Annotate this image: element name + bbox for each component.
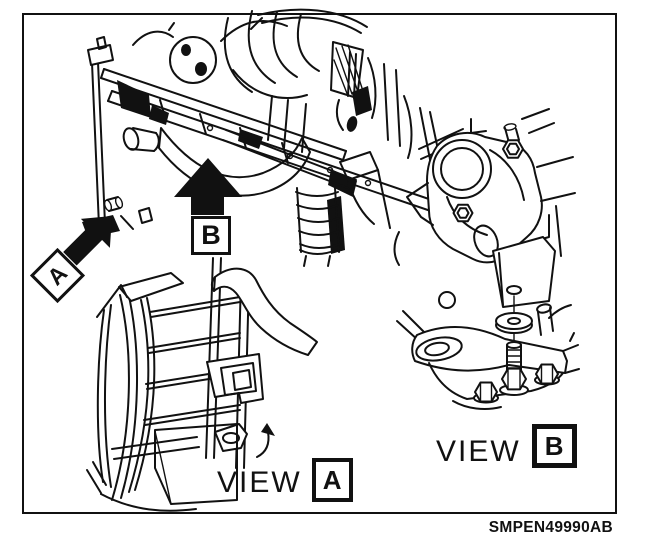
- drain-cock: [214, 423, 248, 452]
- rotate-arrow-icon: [256, 431, 270, 458]
- shroud-clip: [206, 353, 264, 404]
- view-a-caption: VIEW A: [217, 455, 353, 502]
- bracket-bolt: [499, 341, 529, 396]
- view-a-letter: A: [322, 465, 342, 495]
- figure-border-frame: [22, 13, 617, 514]
- view-a-illustration: [86, 257, 318, 512]
- engine-block: [132, 8, 445, 266]
- bracket-nut-right: [534, 363, 560, 386]
- view-b-illustration: [396, 108, 580, 410]
- callout-letter-a: A: [42, 260, 73, 291]
- housing-bolt-top: [502, 123, 524, 159]
- view-b-letter: B: [544, 431, 564, 461]
- view-b-caption: VIEW B: [436, 420, 577, 468]
- callout-letter-b: B: [201, 220, 221, 250]
- arrow-b-icon: [174, 158, 242, 215]
- washer: [495, 312, 533, 334]
- view-b-letter-box: B: [531, 424, 577, 468]
- housing-bolt-left: [452, 203, 474, 223]
- bellows-duct: [295, 187, 345, 267]
- arrow-a-icon: [63, 216, 112, 266]
- callout-label-b: B: [191, 216, 231, 255]
- view-a-word: VIEW: [217, 466, 302, 499]
- bracket-nut-left: [473, 381, 499, 404]
- view-b-word: VIEW: [436, 435, 521, 468]
- upper-hose: [213, 267, 318, 356]
- main-illustration: [82, 8, 471, 267]
- view-a-letter-box: A: [311, 458, 353, 502]
- figure-code: SMPEN49990AB: [488, 519, 613, 536]
